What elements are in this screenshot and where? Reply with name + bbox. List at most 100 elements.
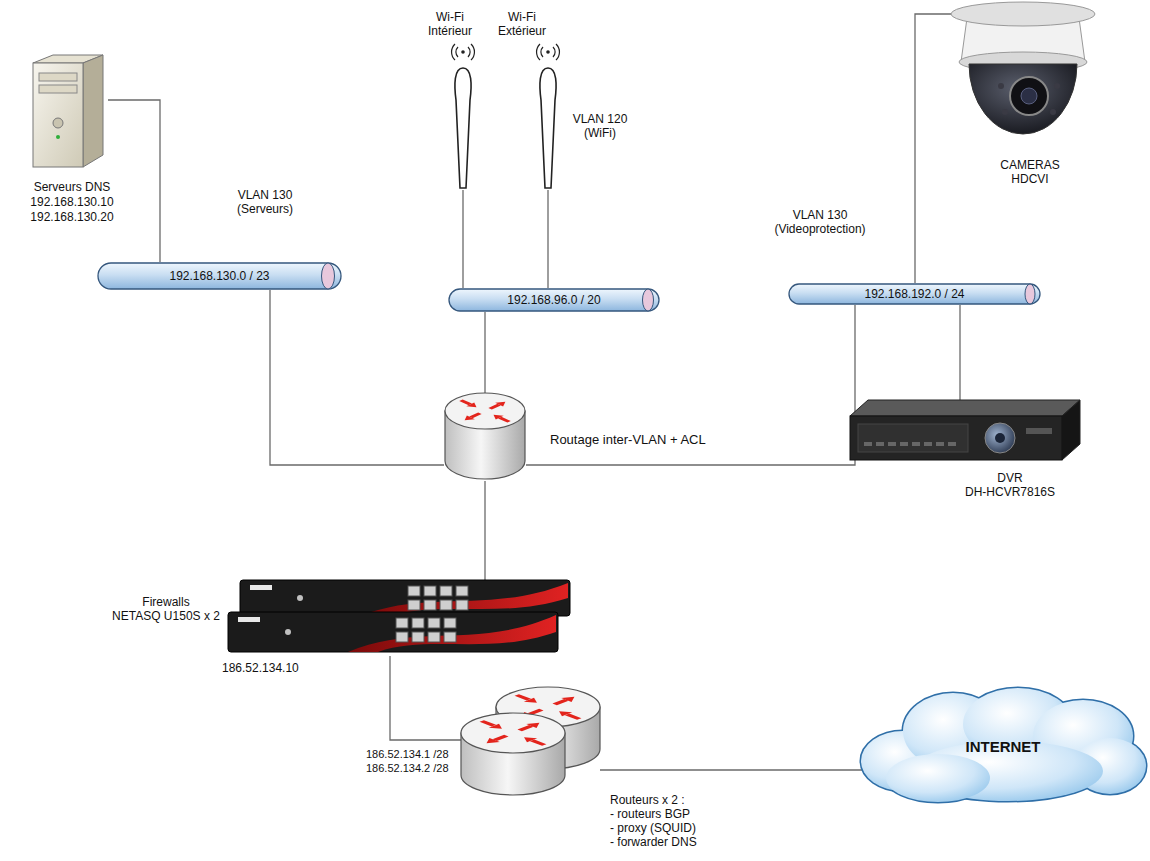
server-side (83, 55, 103, 167)
connector (915, 14, 951, 283)
router-arrow (567, 714, 579, 719)
router: Routage inter-VLAN + ACL (443, 390, 783, 486)
ir-led (1054, 83, 1060, 89)
router-arrowhead (489, 724, 502, 729)
vlan-outline (665, 35, 1150, 610)
firewall-port (408, 600, 420, 610)
dvr-button (912, 442, 920, 446)
camera-mount (951, 2, 1095, 26)
node-label: - proxy (SQUID) (610, 821, 750, 835)
dvr-panel (858, 424, 968, 452)
node-label: Routage inter-VLAN + ACL (548, 432, 708, 447)
dvr-knob-center (995, 433, 1005, 443)
node-label: 192.168.130.20 (20, 210, 124, 224)
firewall-port (424, 600, 436, 610)
router-arrowhead (465, 416, 475, 421)
connector (959, 305, 960, 400)
pipe-cap (1025, 284, 1035, 304)
connector (547, 190, 548, 288)
wave-dot (546, 50, 550, 54)
firewall-box (240, 580, 570, 616)
node-label: Wi-Fi Extérieur (492, 10, 552, 38)
firewall-led (297, 595, 303, 601)
node-label: NETASQ U150S x 2 (108, 609, 224, 623)
node-label: DVR (950, 471, 1070, 485)
connector (390, 656, 461, 740)
router-arrows (482, 721, 545, 745)
dns-server-icon (28, 55, 108, 173)
dvr-icon (850, 398, 1080, 466)
node-label: 192.168.192.0 / 24 (788, 287, 1041, 301)
camera-icon (945, 0, 1095, 150)
firewall-logo (238, 617, 260, 622)
dns-server: Serveurs DNS192.168.130.10192.168.130.20 (20, 52, 124, 227)
node-label: 186.52.134.10 (222, 661, 322, 675)
wave-dot (461, 50, 465, 54)
node-label: 186.52.134.2 /28 (366, 762, 458, 775)
dvr-front (850, 416, 1062, 460)
router: 186.52.134.1 /28186.52.134.2 /28Routeurs… (366, 685, 756, 860)
connector (462, 190, 463, 288)
router-arrow (530, 710, 542, 715)
dvr-button (876, 442, 884, 446)
cloud-fill (886, 754, 990, 802)
firewall-port (444, 618, 456, 628)
cylinder-top (461, 713, 565, 753)
firewall-led (285, 629, 291, 635)
dvr-button (936, 442, 944, 446)
node-label: Serveurs DNS (20, 180, 124, 194)
firewall-port (408, 586, 420, 596)
power-button (53, 118, 63, 128)
node-label: INTERNET (858, 738, 1148, 756)
router-arrowhead (524, 737, 537, 742)
connector (108, 100, 160, 262)
firewall-port (428, 632, 440, 642)
vlan-ellipse (667, 37, 1150, 609)
node-label: Firewalls (108, 595, 224, 609)
node-label: CAMERAS HDCVI (985, 158, 1075, 186)
router-arrow (471, 413, 480, 417)
vlan-ellipse (374, 0, 691, 364)
dvr-top (850, 400, 1080, 416)
firewall-logo (250, 585, 272, 590)
firewall-icon (228, 580, 573, 658)
ir-led (998, 83, 1004, 89)
firewall-port (440, 586, 452, 596)
wifi-antenna-icon (448, 40, 478, 190)
node-label: VLAN 130 (Serveurs) (225, 188, 305, 216)
waves (452, 44, 475, 60)
node-label: Routeurs x 2 : (610, 793, 750, 807)
firewall-swoosh (348, 615, 556, 652)
router-arrowhead (493, 415, 503, 420)
router-arrowhead (466, 403, 476, 408)
camera: CAMERAS HDCVI (940, 0, 1100, 192)
firewall-box (228, 612, 558, 652)
internet-cloud: INTERNET (858, 686, 1148, 804)
firewall-port (428, 618, 440, 628)
connector (270, 290, 444, 465)
firewall-port (396, 632, 408, 642)
router-arrow (461, 400, 470, 404)
vlan-ellipse (0, 42, 344, 384)
cloud-outline (886, 754, 990, 802)
network-bus: 192.168.192.0 / 24 (788, 283, 1041, 305)
firewall-port (412, 618, 424, 628)
router-arrow (495, 736, 507, 741)
router-arrowhead (524, 698, 537, 703)
node-label: - routeurs BGP (610, 807, 750, 821)
firewall-port (412, 632, 424, 642)
node-label: Wi-Fi Intérieur (420, 10, 480, 38)
firewall-port (456, 600, 468, 610)
node-label: VLAN 120 (WiFi) (565, 112, 635, 140)
vlan-zone: CAMERAS HDCVI192.168.192.0 / 24DVRDH-HCV… (665, 35, 1150, 610)
connector (600, 769, 862, 770)
led (56, 135, 60, 139)
antenna-body (455, 68, 471, 188)
dvr-port (1026, 428, 1052, 434)
firewall-port (440, 600, 452, 610)
connector (484, 481, 485, 580)
router-arrow (555, 700, 567, 705)
router-arrowhead (526, 723, 539, 728)
camera-dome (969, 64, 1077, 134)
router-arrow (532, 740, 544, 745)
